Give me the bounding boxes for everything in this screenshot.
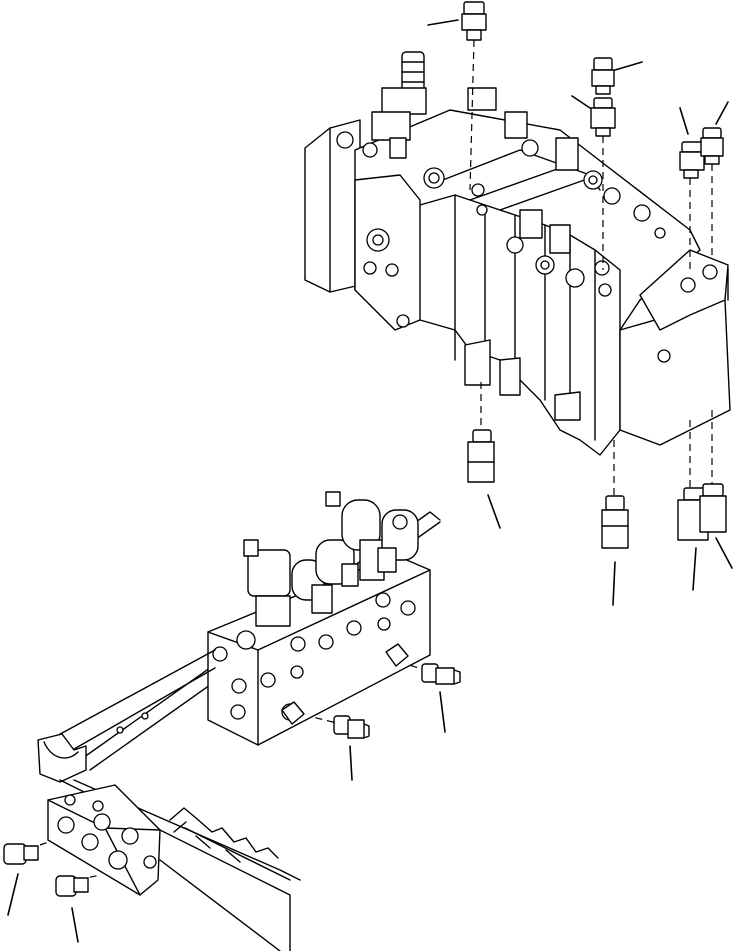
fitting-right-pair-upper <box>679 127 724 179</box>
mounting-bracket-block <box>37 649 301 951</box>
fitting-solenoid-1 <box>385 643 461 685</box>
fitting-top-right-1 <box>591 57 615 95</box>
solenoid-coil-3 <box>315 539 359 587</box>
relief-valve-cartridge <box>371 51 427 159</box>
fitting-bottom-pair <box>677 483 727 541</box>
fitting-bottom-2 <box>601 495 629 549</box>
fitting-bracket-1 <box>3 843 39 865</box>
fitting-top-center <box>461 1 487 41</box>
solenoid-coil-1 <box>243 539 291 627</box>
leader-lines <box>7 19 733 943</box>
assembly-lines <box>39 39 713 881</box>
solenoid-valve-block <box>79 491 441 771</box>
main-control-valve <box>304 51 731 456</box>
fitting-solenoid-2 <box>281 701 370 739</box>
fitting-bracket-2 <box>55 875 89 897</box>
fitting-bottom-1 <box>467 429 495 483</box>
fitting-top-right-2 <box>590 97 616 137</box>
solenoid-coil-5 <box>377 509 419 573</box>
